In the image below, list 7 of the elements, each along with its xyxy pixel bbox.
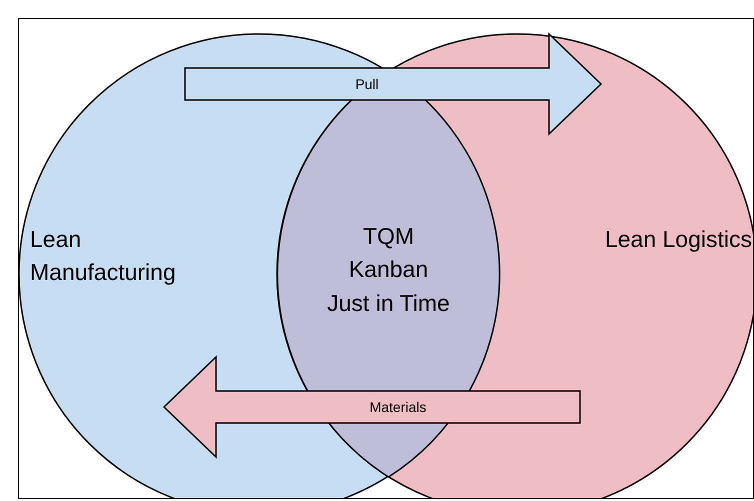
circle-label: Lean Manufacturing [30, 226, 176, 286]
circle-label: Lean Logistics [604, 226, 752, 252]
arrow-label: Pull [355, 76, 379, 92]
circle-label: Kanban [348, 256, 428, 282]
arrow-label: Materials [370, 399, 426, 415]
circle-label: Just in Time [327, 290, 450, 316]
circle-label: TQM [362, 223, 414, 249]
